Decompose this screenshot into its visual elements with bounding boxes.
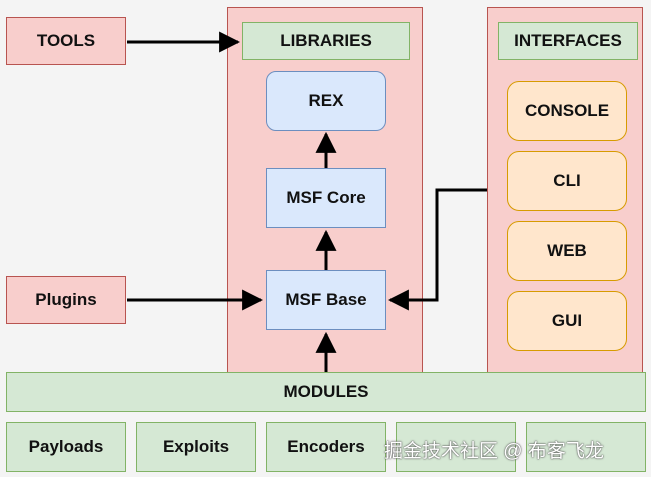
exploits-node: Exploits: [136, 422, 256, 472]
tools-node: TOOLS: [6, 17, 126, 65]
web-node: WEB: [507, 221, 627, 281]
module-box-5: [526, 422, 646, 472]
modules-node: MODULES: [6, 372, 646, 412]
interfaces-label: INTERFACES: [498, 22, 638, 60]
watermark: 掘金技术社区 @ 布客飞龙: [384, 440, 604, 462]
msf-core-node: MSF Core: [266, 168, 386, 228]
plugins-node: Plugins: [6, 276, 126, 324]
encoders-node: Encoders: [266, 422, 386, 472]
edge-interfaces-msfbase: [387, 188, 487, 311]
module-box-4: [396, 422, 516, 472]
msf-base-node: MSF Base: [266, 270, 386, 330]
libraries-label: LIBRARIES: [242, 22, 410, 60]
console-node: CONSOLE: [507, 81, 627, 141]
rex-node: REX: [266, 71, 386, 131]
cli-node: CLI: [507, 151, 627, 211]
gui-node: GUI: [507, 291, 627, 351]
payloads-node: Payloads: [6, 422, 126, 472]
